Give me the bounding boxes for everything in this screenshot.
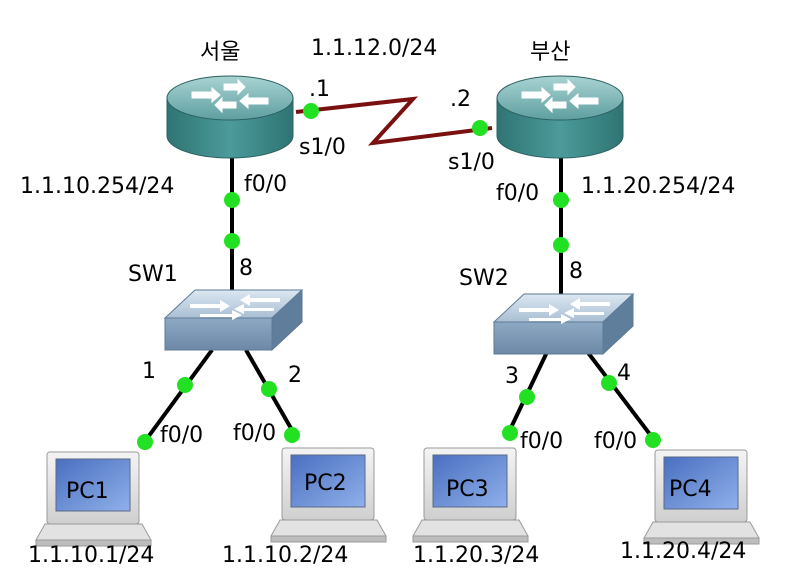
port-dot <box>137 434 153 450</box>
pc-label: PC3 <box>446 477 489 502</box>
pc-label: PC2 <box>304 471 347 496</box>
sw1-uplink-port-label: 8 <box>239 256 253 281</box>
pc3-ip-label: 1.1.20.3/24 <box>413 543 539 568</box>
pc-label: PC4 <box>669 477 712 502</box>
sw2-port-a-label: 3 <box>505 364 519 389</box>
sw1-port-b-label: 2 <box>288 363 302 388</box>
left-router-ip-label: 1.1.10.254/24 <box>20 174 174 199</box>
port-dot <box>553 237 569 253</box>
port-dot <box>284 427 300 443</box>
pc-pc1[interactable]: PC1 <box>35 451 152 547</box>
port-dot <box>601 375 617 391</box>
pc4-ip-label: 1.1.20.4/24 <box>620 539 746 564</box>
switch-arrows-icon <box>190 294 280 320</box>
serial-link[interactable] <box>295 96 493 146</box>
switch-arrows-icon <box>519 298 610 324</box>
port-dot <box>645 432 661 448</box>
pc2-interface-label: f0/0 <box>233 421 276 446</box>
pc-label: PC1 <box>66 479 109 504</box>
wan-left-interface-label: s1/0 <box>299 135 346 160</box>
link-sw1-pc1[interactable] <box>138 348 214 450</box>
port-dot <box>303 103 319 119</box>
router-name-busan: 부산 <box>530 40 570 65</box>
wan-right-interface-label: s1/0 <box>448 150 495 175</box>
pc1-ip-label: 1.1.10.1/24 <box>28 543 154 568</box>
labels: 서울 부산 1.1.12.0/24 .1 .2 s1/0 s1/0 1.1.10… <box>20 36 746 568</box>
wan-network-label: 1.1.12.0/24 <box>311 36 437 61</box>
sw2-name-label: SW2 <box>459 266 509 291</box>
switch-sw2[interactable] <box>492 292 635 356</box>
port-indicators <box>137 103 661 450</box>
pc-pc3[interactable]: PC3 <box>412 447 529 543</box>
port-dot <box>224 233 240 249</box>
port-dot <box>224 192 240 208</box>
port-dot <box>502 425 518 441</box>
pc3-interface-label: f0/0 <box>520 429 563 454</box>
wan-right-host-label: .2 <box>450 87 471 112</box>
router-busan[interactable] <box>496 75 624 159</box>
port-dot <box>472 120 488 136</box>
right-router-interface-label: f0/0 <box>496 181 539 206</box>
port-dot <box>553 192 569 208</box>
router-arrows-icon <box>521 78 599 114</box>
sw2-uplink-port-label: 8 <box>569 259 583 284</box>
pc-pc2[interactable]: PC2 <box>270 447 387 543</box>
port-dot <box>519 389 535 405</box>
router-arrows-icon <box>191 78 269 114</box>
pc2-ip-label: 1.1.10.2/24 <box>222 543 348 568</box>
port-dot <box>261 381 277 397</box>
pc-pc4[interactable]: PC4 <box>643 449 760 545</box>
switch-sw1[interactable] <box>163 288 304 352</box>
pc1-interface-label: f0/0 <box>160 423 203 448</box>
right-router-ip-label: 1.1.20.254/24 <box>581 174 735 199</box>
router-name-seoul: 서울 <box>200 40 240 65</box>
link-sw2-pc4[interactable] <box>584 348 657 443</box>
port-dot <box>177 377 193 393</box>
wan-left-host-label: .1 <box>309 77 330 102</box>
pc4-interface-label: f0/0 <box>594 429 637 454</box>
router-seoul[interactable] <box>166 75 294 159</box>
sw1-port-a-label: 1 <box>142 359 156 384</box>
sw1-name-label: SW1 <box>128 262 178 287</box>
sw2-port-b-label: 4 <box>617 361 631 386</box>
left-router-interface-label: f0/0 <box>244 172 287 197</box>
